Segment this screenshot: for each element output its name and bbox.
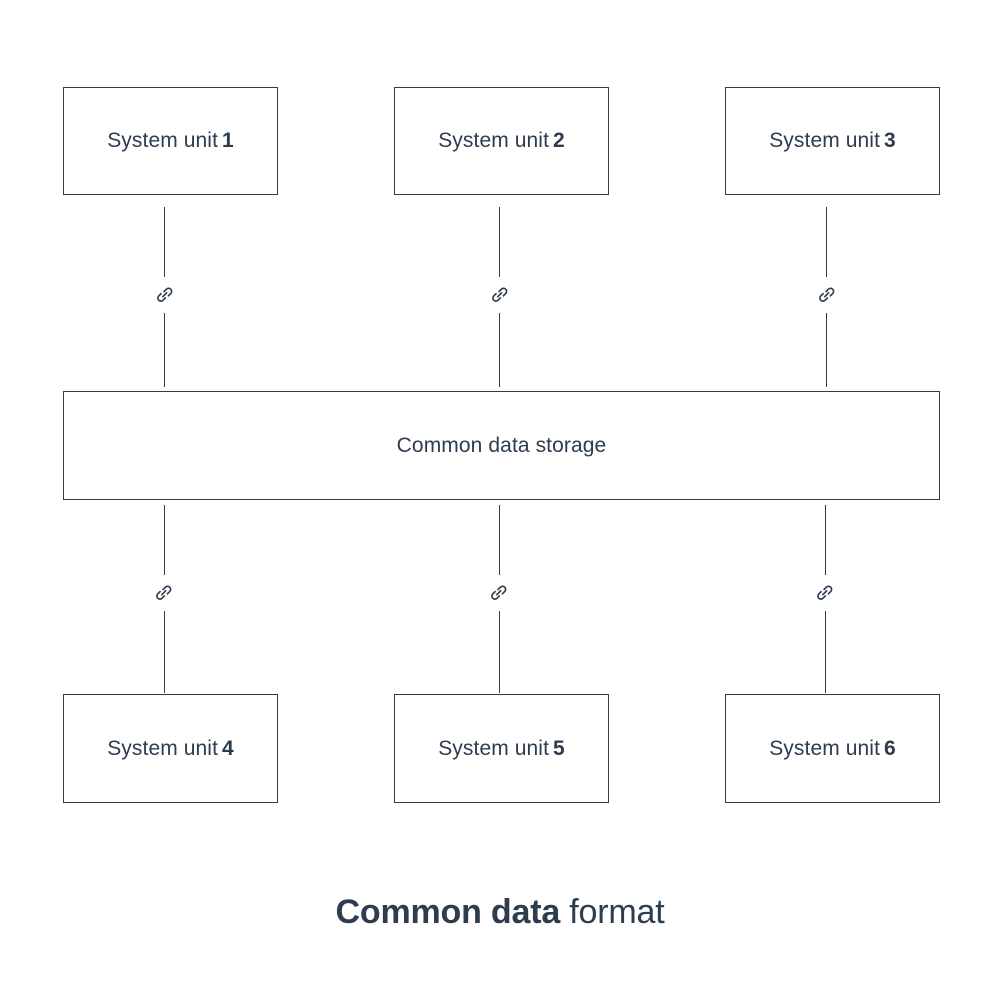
- link-icon-top-1: [154, 284, 176, 306]
- connector-line-top-1b: [164, 313, 165, 387]
- link-icon-bottom-4: [153, 582, 175, 604]
- link-icon-bottom-6: [814, 582, 836, 604]
- diagram-caption-bold: Common data: [335, 893, 561, 931]
- connector-line-bottom-3a: [825, 505, 826, 575]
- link-icon-top-2: [489, 284, 511, 306]
- connector-line-bottom-3b: [825, 611, 826, 693]
- connector-line-top-3b: [826, 313, 827, 387]
- connector-line-top-1a: [164, 207, 165, 277]
- link-icon-bottom-5: [488, 582, 510, 604]
- system-unit-prefix-1: System unit: [107, 129, 219, 152]
- diagram-caption: Common data format: [0, 893, 1000, 932]
- system-unit-number-6: 6: [884, 736, 896, 760]
- system-unit-prefix-6: System unit: [769, 736, 881, 760]
- link-icon-top-3: [816, 284, 838, 306]
- system-unit-prefix-2: System unit: [438, 129, 550, 152]
- system-unit-prefix-5: System unit: [438, 736, 550, 760]
- system-unit-number-1: 1: [222, 129, 234, 152]
- connector-line-bottom-2b: [499, 611, 500, 693]
- system-unit-prefix-4: System unit: [107, 736, 219, 760]
- connector-line-bottom-1a: [164, 505, 165, 575]
- system-unit-number-3: 3: [884, 129, 896, 152]
- connector-line-bottom-1b: [164, 611, 165, 693]
- system-unit-number-5: 5: [553, 736, 565, 760]
- diagram-caption-regular: format: [569, 893, 665, 931]
- system-unit-number-4: 4: [222, 736, 234, 760]
- common-data-storage-box[interactable]: Common data storage: [63, 391, 940, 500]
- connector-line-top-2b: [499, 313, 500, 387]
- connector-line-top-3a: [826, 207, 827, 277]
- connector-line-top-2a: [499, 207, 500, 277]
- common-data-storage-label: Common data storage: [396, 433, 607, 457]
- system-unit-prefix-3: System unit: [769, 129, 881, 152]
- system-unit-number-2: 2: [553, 129, 565, 152]
- connector-line-bottom-2a: [499, 505, 500, 575]
